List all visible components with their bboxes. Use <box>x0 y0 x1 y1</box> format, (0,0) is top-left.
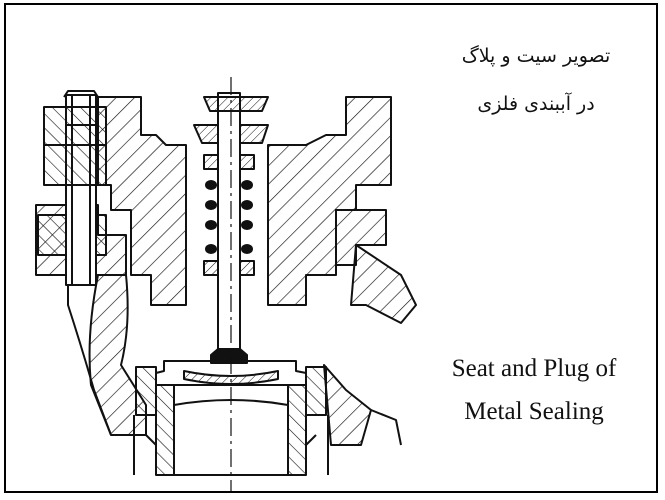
body-right-lower <box>323 364 372 446</box>
valve-stem <box>217 92 241 364</box>
nut-upper <box>43 106 107 146</box>
caption-fa-line2: در آببندی فلزی <box>477 93 595 115</box>
caption-en-line1: Seat and Plug of <box>451 355 617 382</box>
packing-rings <box>203 154 255 276</box>
bonnet-left-section <box>97 96 187 306</box>
nut-lower <box>37 214 67 256</box>
bonnet-right-section <box>267 96 392 306</box>
body-right-outlet <box>350 244 417 324</box>
figure-frame: تصویر سیت و پلاگ در آببندی فلزی Seat and… <box>4 3 658 493</box>
caption-fa-line1: تصویر سیت و پلاگ <box>461 45 611 67</box>
gland-follower <box>203 96 269 112</box>
caption-en-line2: Metal Sealing <box>464 398 604 425</box>
valve-seat-cage <box>155 384 175 476</box>
valve-drawing <box>35 77 417 491</box>
